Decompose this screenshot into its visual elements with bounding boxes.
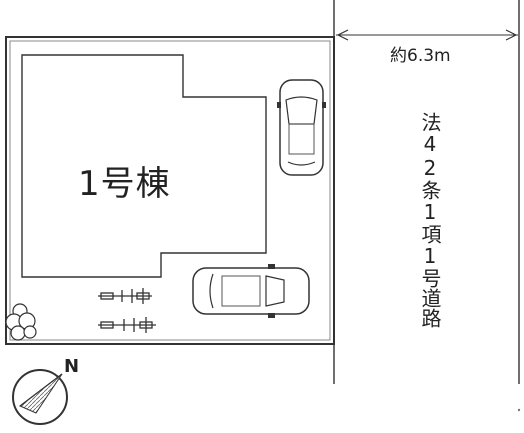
road-width-dimension xyxy=(336,29,518,41)
north-arrow-icon xyxy=(12,369,68,425)
shrub-icon xyxy=(5,303,37,341)
road-name-label: 法42条1項1号道路 xyxy=(418,112,442,328)
building-label: 1号棟 xyxy=(78,164,171,204)
car-icon xyxy=(277,79,326,176)
lot-boundary-inner xyxy=(9,40,331,341)
road-width-label: 約6.3m xyxy=(390,46,451,66)
car-icon xyxy=(192,264,310,318)
bicycle-icon xyxy=(98,317,156,333)
corner-mark xyxy=(517,408,521,412)
building-footprint xyxy=(21,54,267,278)
north-label: N xyxy=(64,356,80,377)
bicycle-icon xyxy=(98,288,152,304)
